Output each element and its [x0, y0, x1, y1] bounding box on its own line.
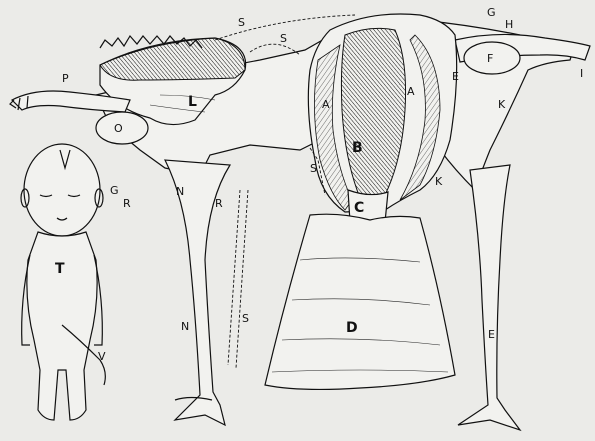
label-H: H — [505, 18, 513, 31]
label-F: F — [487, 52, 493, 65]
label-N-upper: N — [176, 185, 184, 198]
label-E-lower: E — [488, 328, 495, 341]
label-P: P — [62, 72, 69, 85]
label-A-left: A — [322, 98, 330, 111]
label-N-lower: N — [181, 320, 189, 333]
uterus-body — [308, 14, 456, 225]
label-E-upper: E — [452, 70, 459, 83]
label-S-mid: S — [310, 162, 317, 175]
label-S-lower: S — [242, 312, 249, 325]
label-C: C — [354, 200, 364, 216]
label-K-lower: K — [435, 175, 443, 188]
label-I: I — [580, 67, 583, 80]
label-D: D — [346, 320, 358, 336]
label-K-upper: K — [498, 98, 506, 111]
label-O: O — [114, 122, 123, 135]
label-R-left: R — [123, 197, 131, 210]
right-ligament-stalk-E — [458, 165, 520, 430]
label-T: T — [55, 261, 65, 277]
vagina-D — [265, 214, 455, 389]
fetus-T — [21, 144, 105, 420]
label-A-right: A — [407, 85, 415, 98]
label-R-right: R — [215, 197, 223, 210]
label-L: L — [188, 94, 197, 110]
label-B: B — [352, 140, 363, 156]
label-G-right: G — [487, 6, 496, 19]
label-S-upper: S — [280, 32, 287, 45]
label-G-left: G — [110, 184, 119, 197]
label-S-top: S — [238, 16, 245, 29]
label-V: V — [98, 350, 106, 363]
